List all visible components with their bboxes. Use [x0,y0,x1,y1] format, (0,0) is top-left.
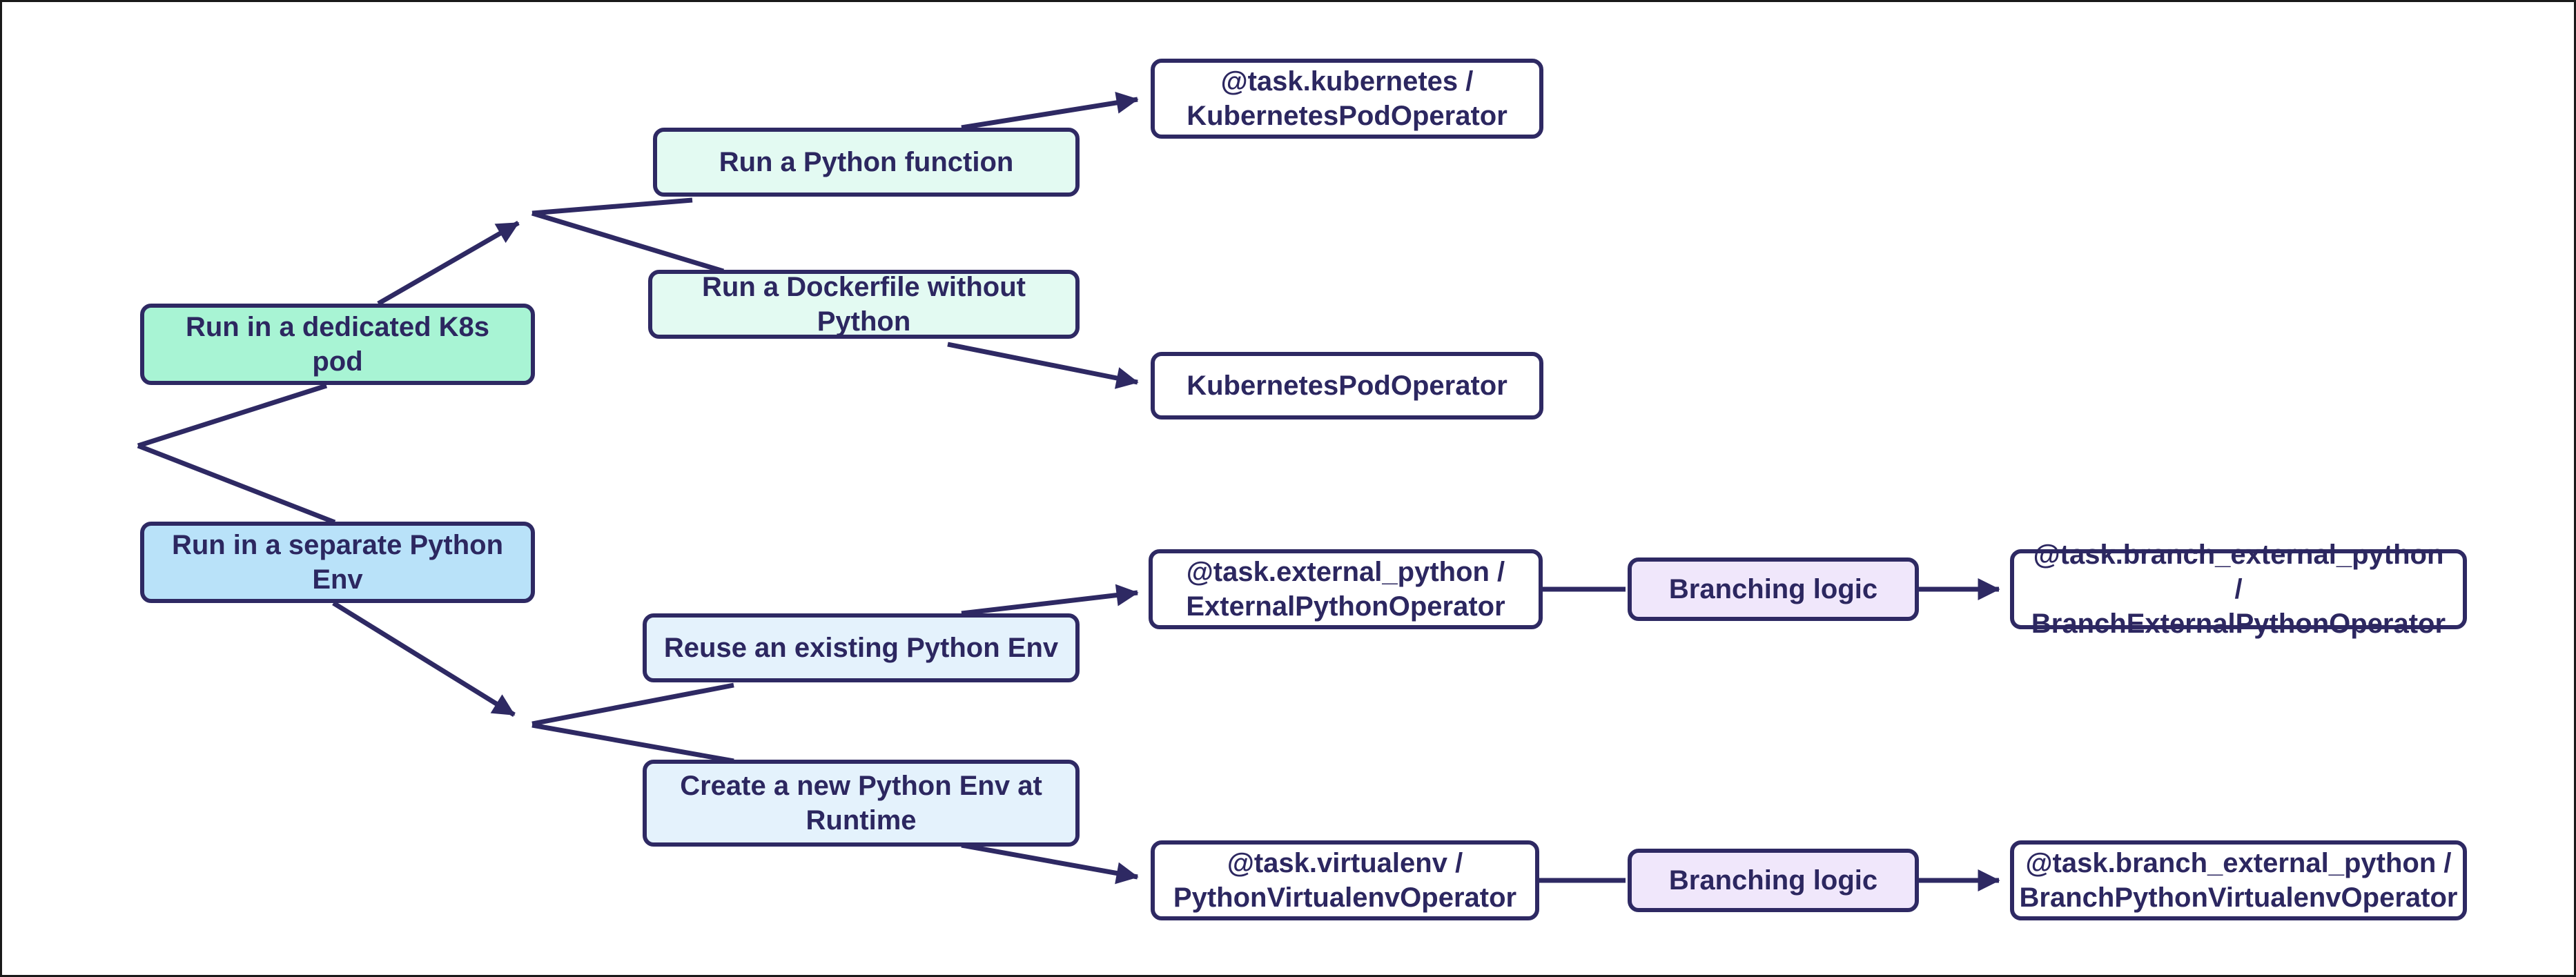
node-run-separate-python-env: Run in a separate Python Env [140,522,535,603]
node-run-dedicated-k8s-pod: Run in a dedicated K8s pod [140,304,535,385]
edge-branch-to-create-env [531,722,734,764]
edge-create-to-virtualenv [961,842,1139,885]
node-branching-logic-top: Branching logic [1628,557,1919,621]
node-reuse-existing-python-env: Reuse an existing Python Env [643,613,1080,682]
node-task-branch-python-virtualenv: @task.branch_external_python / BranchPyt… [2010,840,2467,920]
edge-python-function-to-task-kubernetes [961,92,1139,130]
node-run-python-function: Run a Python function [653,128,1080,197]
node-kubernetes-pod-operator: KubernetesPodOperator [1151,352,1543,420]
node-run-dockerfile-without-python: Run a Dockerfile without Python [648,270,1080,339]
edge-dockerfile-to-kpo [947,342,1139,389]
edge-branch-to-reuse-env [531,682,734,727]
edge-separate-env-to-branch-point [332,601,516,717]
edge-root-to-dedicated-k8s [137,383,328,448]
edge-k8s-to-branch-point [377,220,520,306]
node-task-external-python: @task.external_python / ExternalPythonOp… [1149,549,1543,629]
edge-root-to-separate-env [137,443,336,525]
node-create-new-python-env: Create a new Python Env at Runtime [643,760,1080,847]
edge-reuse-to-external-python [961,584,1139,616]
node-task-kubernetes: @task.kubernetes / KubernetesPodOperator [1151,59,1543,139]
edge-branch-to-python-function [531,197,693,216]
node-task-branch-external-python: @task.branch_external_python / BranchExt… [2010,540,2467,639]
node-branching-logic-bottom: Branching logic [1628,849,1919,912]
edge-branch-to-dockerfile [531,210,725,274]
node-task-virtualenv: @task.virtualenv / PythonVirtualenvOpera… [1151,840,1539,920]
